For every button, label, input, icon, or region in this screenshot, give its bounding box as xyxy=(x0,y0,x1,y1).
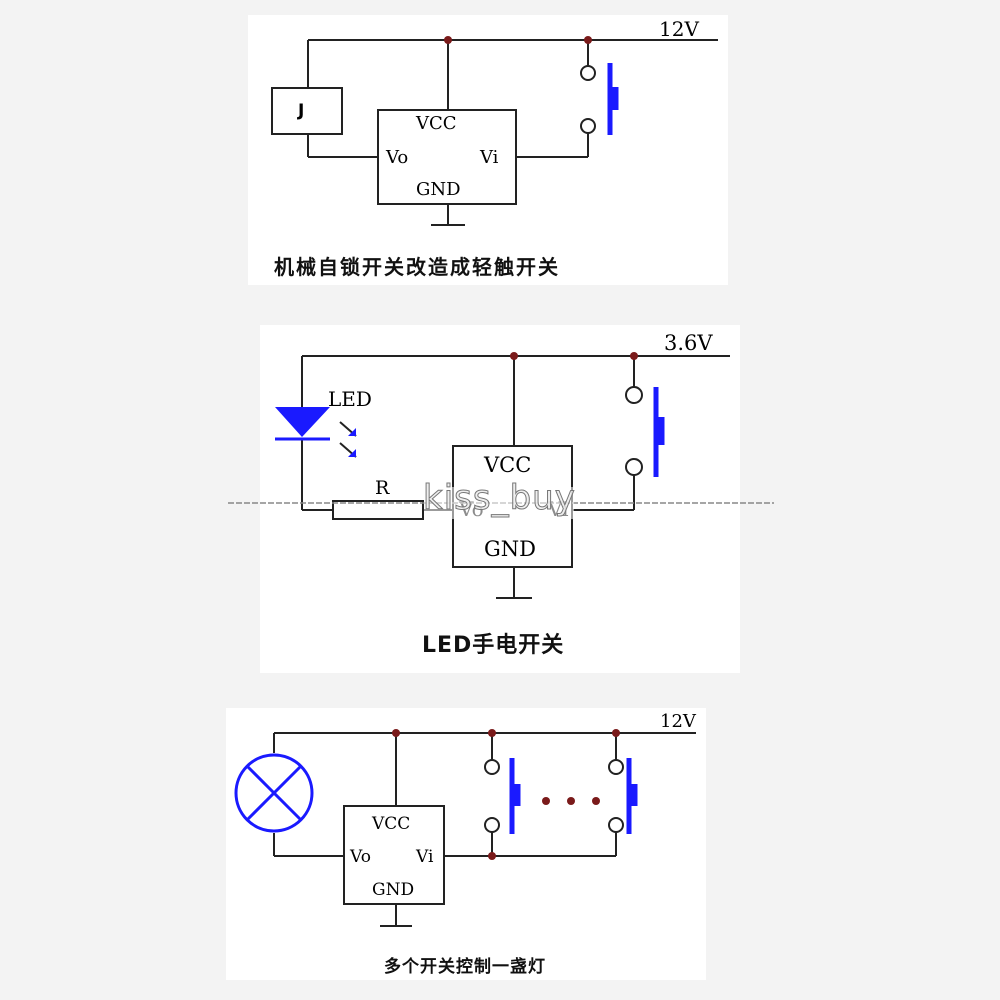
chip-gnd-label: GND xyxy=(372,880,415,900)
resistor-body xyxy=(332,500,424,520)
switch-contact-top xyxy=(580,65,596,81)
chip-vo-label: Vo xyxy=(350,847,371,867)
junction-dot xyxy=(612,729,620,737)
circuit-panel-multi-switch: 12V VCC Vo Vi GND 多个开关控制一盏灯 xyxy=(226,708,706,980)
switch-contact-top xyxy=(608,759,624,775)
chip-vcc-label: VCC xyxy=(484,453,532,477)
chip-vi-label: Vi xyxy=(480,147,499,168)
relay-circuit-diagram xyxy=(271,36,718,226)
arrowhead xyxy=(348,449,356,457)
switch-contact-top xyxy=(625,386,643,404)
switch-contact-bottom xyxy=(580,118,596,134)
arrowhead xyxy=(348,428,356,436)
resistor-label: R xyxy=(375,477,390,499)
diagram-caption: 多个开关控制一盏灯 xyxy=(384,957,546,977)
chip-gnd-label: GND xyxy=(416,179,461,200)
watermark-text: kiss_buy xyxy=(423,478,576,519)
voltage-label: 12V xyxy=(659,17,699,41)
led-diode-triangle xyxy=(275,407,330,437)
chip-vi-label: Vi xyxy=(416,847,434,867)
relay-label: J xyxy=(298,101,305,121)
diagram-caption: 机械自锁开关改造成轻触开关 xyxy=(274,255,560,279)
switch-contact-bottom xyxy=(484,817,500,833)
chip-gnd-label: GND xyxy=(484,537,536,561)
junction-dot xyxy=(488,729,496,737)
junction-dot xyxy=(584,36,592,44)
switch-contact-bottom xyxy=(608,817,624,833)
ellipsis-dot xyxy=(567,797,575,805)
junction-dot xyxy=(630,352,638,360)
voltage-label: 12V xyxy=(660,711,696,732)
diagram-caption: LED手电开关 xyxy=(422,633,565,658)
switch-contact-top xyxy=(484,759,500,775)
multi-switch-circuit-diagram xyxy=(234,729,696,927)
ellipsis-dot xyxy=(542,797,550,805)
voltage-label: 3.6V xyxy=(664,331,713,355)
junction-dot xyxy=(510,352,518,360)
circuit-panel-relay: 12V J VCC Vo Vi GND 机械自锁开关改造成轻触开关 xyxy=(248,15,728,285)
relay-box xyxy=(271,87,343,135)
chip-box xyxy=(377,109,517,205)
chip-box xyxy=(343,805,445,905)
chip-vcc-label: VCC xyxy=(416,113,457,134)
junction-dot xyxy=(444,36,452,44)
junction-dot xyxy=(488,852,496,860)
ellipsis-dot xyxy=(592,797,600,805)
chip-vcc-label: VCC xyxy=(372,814,411,834)
chip-vo-label: Vo xyxy=(386,147,409,168)
junction-dot xyxy=(392,729,400,737)
lamp-cross xyxy=(245,764,303,822)
led-label: LED xyxy=(328,387,372,411)
switch-contact-bottom xyxy=(625,458,643,476)
